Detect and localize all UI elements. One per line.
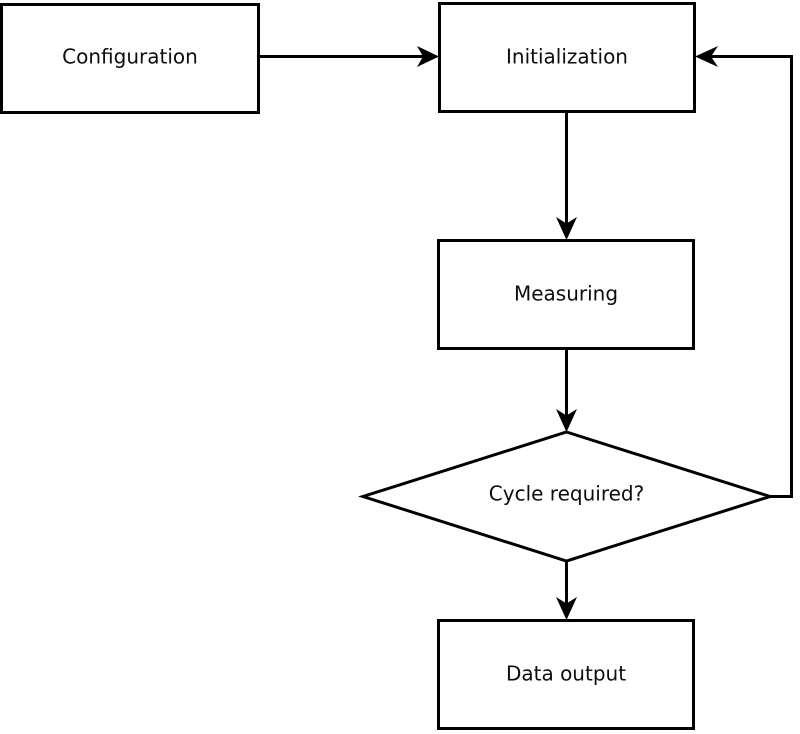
arrow-head-icon [417, 46, 439, 67]
node-decision-cycle-required[interactable]: Cycle required? [358, 430, 775, 563]
node-label-initialization: Initialization [506, 45, 628, 69]
edge-initialization-to-measuring [556, 112, 577, 240]
node-data-output[interactable]: Data output [437, 619, 695, 730]
node-measuring[interactable]: Measuring [437, 239, 695, 350]
node-shape-rect[interactable] [438, 2, 696, 113]
node-shape-diamond[interactable] [358, 430, 775, 563]
node-shape-rect[interactable] [437, 619, 695, 730]
edge-configuration-to-initialization [260, 46, 439, 67]
node-label-measuring: Measuring [514, 282, 618, 306]
arrow-head-icon [556, 597, 577, 620]
node-initialization[interactable]: Initialization [438, 2, 696, 113]
arrow-head-icon [556, 217, 577, 240]
edge-line [703, 55, 793, 498]
arrow-head-icon [695, 46, 718, 67]
edge-measuring-to-decision [556, 349, 577, 432]
node-label-decision: Cycle required? [489, 482, 644, 506]
node-shape-rect[interactable] [0, 3, 260, 114]
edge-decision-to-initialization [695, 46, 793, 498]
node-label-configuration: Configuration [62, 45, 198, 69]
edge-decision-to-data-output [556, 560, 577, 620]
node-shape-rect[interactable] [437, 239, 695, 350]
arrow-head-icon [556, 409, 577, 432]
node-label-data-output: Data output [506, 662, 626, 686]
node-configuration[interactable]: Configuration [0, 3, 260, 114]
